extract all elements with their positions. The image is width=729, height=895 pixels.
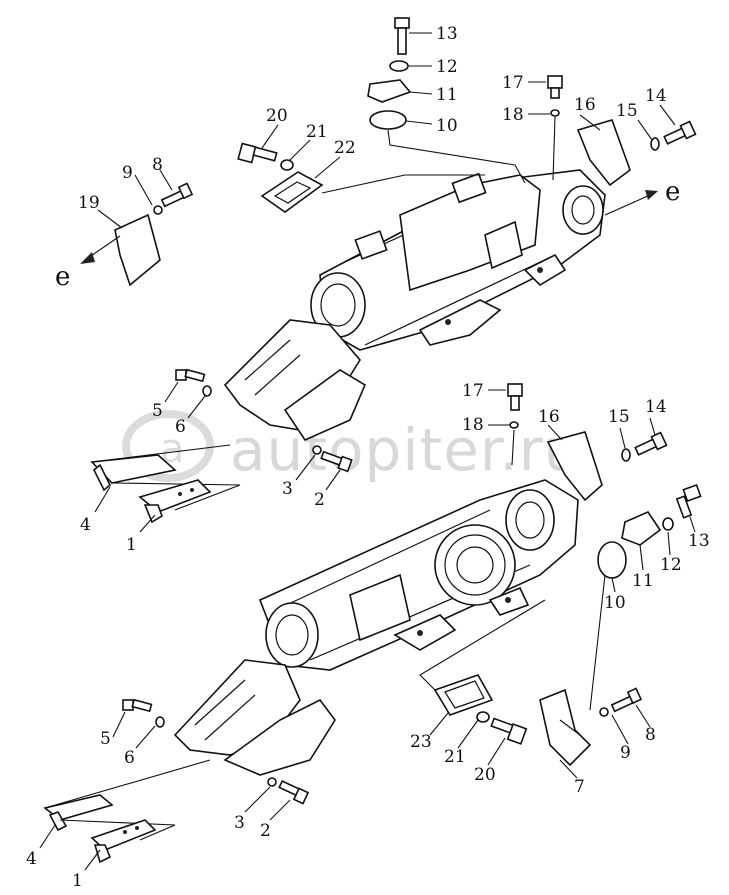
callout-lower-23: 23 — [410, 732, 432, 752]
lower-plate-23 — [433, 674, 494, 716]
callout-upper-11: 11 — [436, 85, 458, 105]
upper-guard-16 — [576, 119, 631, 187]
callout-lower-6: 6 — [124, 748, 135, 768]
callout-lower-13: 13 — [688, 531, 710, 551]
upper-bolt-2 — [320, 450, 353, 473]
lower-washer-6 — [155, 716, 165, 728]
lower-cover-11 — [621, 510, 662, 546]
callout-lower-5: 5 — [100, 729, 111, 749]
upper-bolt-5 — [175, 368, 206, 383]
upper-left-direction-arrow — [80, 235, 121, 264]
callout-lower-12: 12 — [660, 555, 682, 575]
callout-upper-6: 6 — [175, 417, 186, 437]
upper-right-direction-label: e — [665, 177, 680, 207]
lower-oring-18 — [509, 421, 519, 429]
upper-bolt-8 — [160, 182, 194, 208]
callout-lower-9: 9 — [620, 743, 631, 763]
upper-callouts: 13 12 11 10 17 18 16 15 14 20 21 22 9 8 … — [78, 24, 667, 555]
callout-lower-20: 20 — [474, 765, 496, 785]
callout-upper-17: 17 — [502, 73, 524, 93]
lower-plug-17 — [507, 383, 523, 411]
lower-bolt-2 — [278, 779, 310, 805]
lower-leader-lines — [39, 389, 696, 871]
callout-upper-5: 5 — [152, 401, 163, 421]
lower-washer-9 — [599, 707, 609, 717]
upper-bolt-13 — [394, 17, 410, 55]
upper-right-direction-arrow — [604, 190, 658, 216]
upper-washer-3 — [312, 445, 322, 455]
upper-plug-17 — [547, 75, 563, 99]
callout-lower-11: 11 — [632, 571, 654, 591]
callout-upper-19: 19 — [78, 193, 100, 213]
callout-lower-4: 4 — [26, 849, 37, 869]
callout-upper-14: 14 — [645, 86, 667, 106]
lower-frame-body — [173, 479, 579, 776]
upper-left-direction-label: e — [55, 262, 70, 292]
callout-upper-20: 20 — [266, 106, 288, 126]
upper-oring-18 — [550, 109, 560, 117]
callout-upper-21: 21 — [306, 122, 328, 142]
callout-lower-16: 16 — [538, 407, 560, 427]
callout-upper-12: 12 — [436, 57, 458, 77]
upper-washer-6 — [202, 385, 212, 397]
upper-cover-11 — [367, 79, 412, 103]
callout-upper-3: 3 — [282, 479, 293, 499]
upper-frame-body — [223, 169, 606, 442]
lower-bolt-5 — [122, 698, 153, 713]
upper-bracket-19 — [114, 213, 161, 287]
lower-gasket-10 — [597, 541, 627, 579]
callout-lower-7: 7 — [574, 777, 585, 797]
callout-lower-15: 15 — [608, 407, 630, 427]
callout-upper-2: 2 — [314, 490, 325, 510]
callout-upper-9: 9 — [122, 163, 133, 183]
upper-bolt-20 — [237, 142, 278, 164]
lower-bolt-8 — [610, 687, 643, 713]
upper-washer-9 — [153, 205, 163, 215]
callout-upper-22: 22 — [334, 138, 356, 158]
callout-upper-8: 8 — [152, 155, 163, 175]
callout-lower-18: 18 — [462, 415, 484, 435]
upper-gasket-10 — [369, 110, 407, 130]
callout-lower-2: 2 — [260, 821, 271, 841]
callout-upper-13: 13 — [436, 24, 458, 44]
callout-lower-14: 14 — [645, 397, 667, 417]
callout-lower-10: 10 — [604, 593, 626, 613]
upper-washer-21 — [280, 159, 294, 171]
lower-guard-16 — [546, 431, 603, 502]
lower-washer-21 — [476, 711, 490, 723]
callout-upper-4: 4 — [80, 515, 91, 535]
upper-bolt-14 — [663, 120, 697, 145]
upper-plate-22 — [260, 171, 324, 213]
callout-lower-8: 8 — [645, 725, 656, 745]
lower-bracket-7 — [539, 688, 592, 767]
lower-washer-3 — [267, 777, 277, 787]
callout-upper-1: 1 — [126, 535, 137, 555]
lower-bolt-14 — [634, 431, 668, 456]
upper-leader-lines — [94, 32, 676, 533]
upper-washer-12 — [389, 60, 409, 72]
lower-bolt-20 — [490, 717, 528, 745]
lower-callouts: 17 18 16 15 14 13 12 11 10 5 6 23 21 20 … — [26, 381, 710, 891]
lower-washer-15 — [621, 448, 631, 462]
callout-lower-1: 1 — [72, 871, 83, 891]
upper-washer-15 — [650, 137, 660, 151]
lower-washer-12 — [662, 517, 674, 531]
callout-upper-10: 10 — [436, 116, 458, 136]
callout-upper-18: 18 — [502, 105, 524, 125]
callout-upper-16: 16 — [574, 95, 596, 115]
callout-lower-3: 3 — [234, 813, 245, 833]
lower-bolt-13 — [675, 483, 702, 519]
callout-lower-17: 17 — [462, 381, 484, 401]
callout-upper-15: 15 — [616, 101, 638, 121]
callout-lower-21: 21 — [444, 747, 466, 767]
